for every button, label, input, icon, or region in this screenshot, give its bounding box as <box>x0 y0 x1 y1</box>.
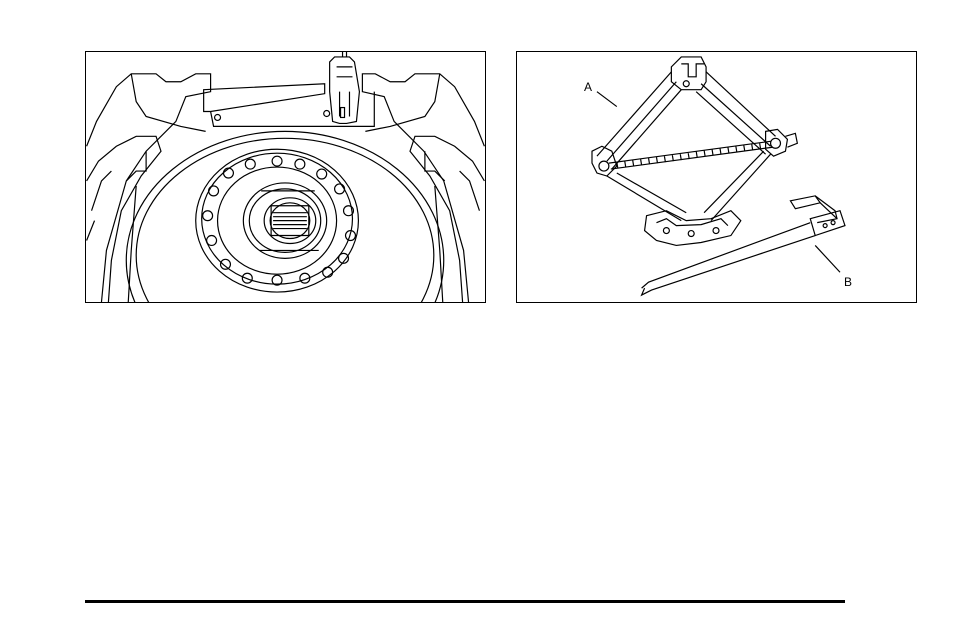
callout-label-b: B <box>844 276 852 288</box>
callout-label-a: A <box>584 81 592 93</box>
page-footer-rule <box>85 600 845 603</box>
spare-tire-illustration <box>85 51 486 303</box>
jack-and-wrench-illustration: A B <box>516 51 917 303</box>
